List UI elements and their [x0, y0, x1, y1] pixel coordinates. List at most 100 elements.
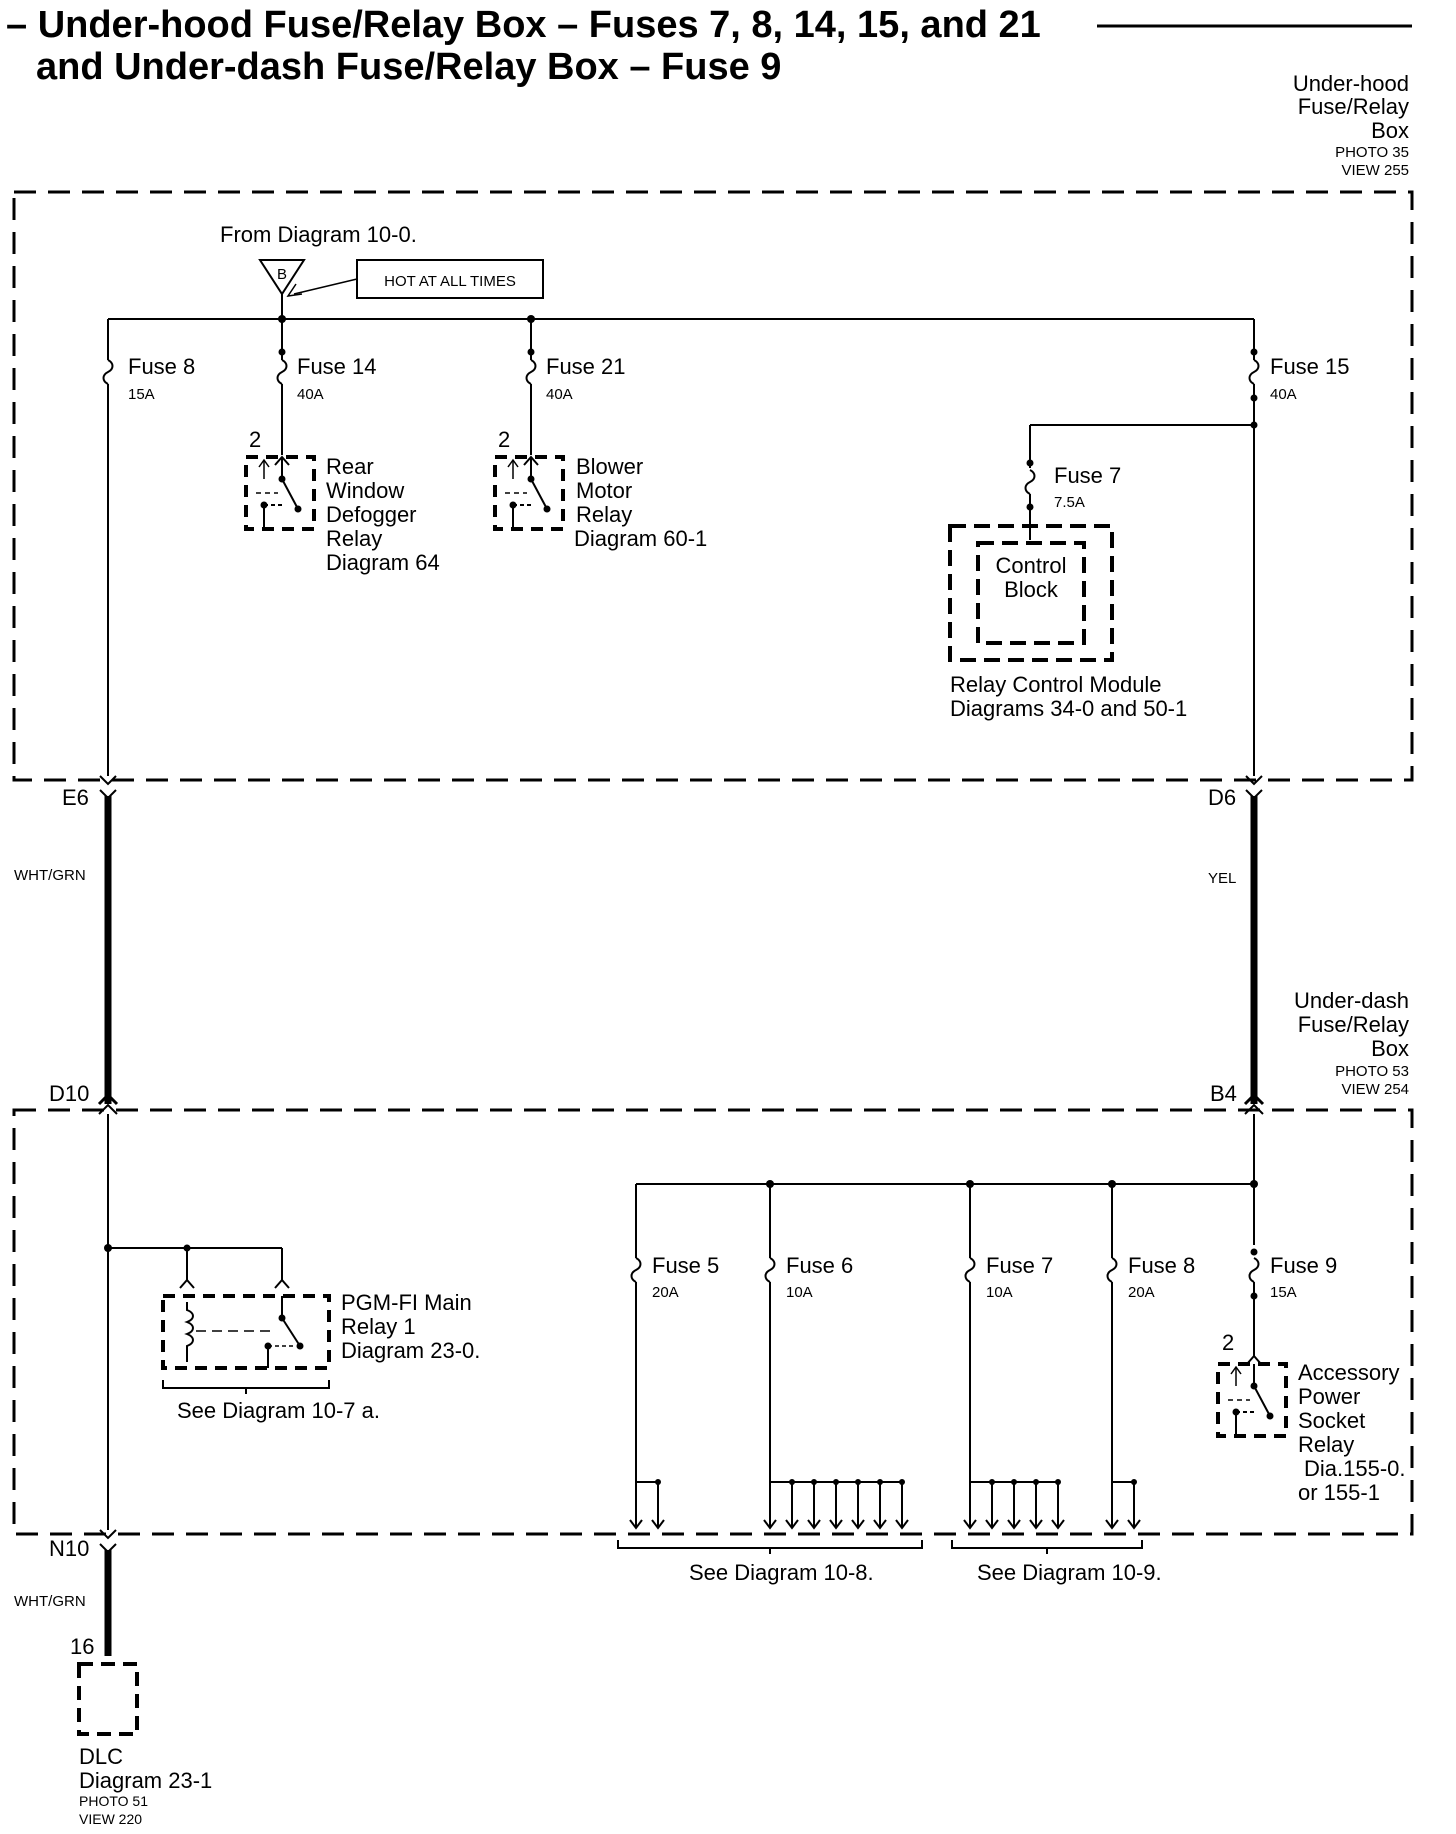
- blower-motor-relay-symbol: [493, 455, 565, 531]
- ud-fuse-8-rating: 20A: [1128, 1284, 1155, 1301]
- connector-b-triangle: [258, 259, 306, 296]
- accessory-relay-label-5: Dia.155-0.: [1304, 1456, 1406, 1481]
- uh-fuse-8-rating: 15A: [128, 386, 155, 403]
- pgm-pin-switch: [274, 1279, 290, 1289]
- ud-fuse-6-rating: 10A: [786, 1284, 813, 1301]
- underhood-view: VIEW 255: [1341, 162, 1409, 179]
- underdash-photo: PHOTO 53: [1335, 1063, 1409, 1080]
- rear-relay-label-5: Diagram 64: [326, 550, 440, 575]
- relay-control-module-outline: [948, 524, 1114, 662]
- ud-fuse-6-name: Fuse 6: [786, 1253, 853, 1278]
- diagram-title-line-1: – Under-hood Fuse/Relay Box – Fuses 7, 8…: [6, 4, 1041, 46]
- dlc-connector: [77, 1662, 139, 1736]
- terminal-e6: E6: [62, 785, 89, 810]
- accessory-relay-label-3: Socket: [1298, 1408, 1365, 1433]
- pgm-relay-coil: [184, 1302, 194, 1362]
- terminal-d10: D10: [49, 1081, 89, 1106]
- hot-leader-arrow: [286, 283, 303, 297]
- uh-fuse-7-name: Fuse 7: [1054, 463, 1121, 488]
- d10-connector-top: [97, 1092, 119, 1106]
- underdash-fuse-relay-box: [12, 1108, 1414, 1536]
- n10-connector-top: [99, 1529, 117, 1540]
- control-block-outline: [976, 541, 1086, 645]
- fuse-14-symbol: [276, 359, 288, 385]
- underdash-box-name-2: Fuse/Relay: [1298, 1012, 1409, 1037]
- uh-fuse-14-rating: 40A: [297, 386, 324, 403]
- dlc-label: DLC: [79, 1744, 123, 1769]
- dlc-photo: PHOTO 51: [79, 1793, 148, 1809]
- connector-b-label: B: [277, 266, 287, 283]
- underdash-view: VIEW 254: [1341, 1081, 1409, 1098]
- uh-fuse-15-name: Fuse 15: [1270, 354, 1350, 379]
- rear-defogger-relay-symbol: [244, 455, 316, 531]
- accessory-relay-label-1: Accessory: [1298, 1360, 1399, 1385]
- see-diagram-10-8: See Diagram 10-8.: [689, 1560, 874, 1585]
- dlc-view: VIEW 220: [79, 1811, 142, 1827]
- rear-relay-label-3: Defogger: [326, 502, 417, 527]
- ud-f9-dot: [1250, 1248, 1258, 1256]
- ud-fuse-9-symbol: [1248, 1257, 1260, 1283]
- rear-relay-label-2: Window: [326, 478, 404, 503]
- wire-color-right: YEL: [1208, 870, 1236, 887]
- rear-relay-label-4: Relay: [326, 526, 382, 551]
- d6-connector-top: [1245, 775, 1263, 786]
- ud-bus-junction-9: [1250, 1180, 1258, 1188]
- uh-fuse-15-rating: 40A: [1270, 386, 1297, 403]
- e6-connector-top: [99, 775, 117, 786]
- underhood-box-name-1: Under-hood: [1293, 71, 1409, 96]
- terminal-d6: D6: [1208, 785, 1236, 810]
- fanout-fuse-6: [763, 1479, 909, 1530]
- rcm-label-2: Diagrams 34-0 and 50-1: [950, 696, 1187, 721]
- ud-fuse-5-name: Fuse 5: [652, 1253, 719, 1278]
- rcm-label-1: Relay Control Module: [950, 672, 1162, 697]
- pgm-switch-contact: [296, 1342, 304, 1350]
- fuse-fanouts: [629, 1479, 1141, 1530]
- pgm-pin-coil: [179, 1279, 195, 1289]
- control-block-label-2: Block: [1004, 577, 1059, 602]
- rear-relay-pin-number: 2: [249, 427, 261, 452]
- ud-fuse-6-symbol: [764, 1257, 776, 1283]
- bracket-diagram-10-9: [951, 1540, 1143, 1549]
- ud-fuse-9-rating: 15A: [1270, 1284, 1297, 1301]
- accessory-relay-label-6: or 155-1: [1298, 1480, 1380, 1505]
- underhood-box-name-3: Box: [1371, 118, 1409, 143]
- bracket-diagram-10-8: [617, 1540, 923, 1549]
- wire-color-left-bottom: WHT/GRN: [14, 1593, 86, 1610]
- uh-fuse-21-name: Fuse 21: [546, 354, 626, 379]
- underdash-box-name-3: Box: [1371, 1036, 1409, 1061]
- pgm-fi-main-relay-box: [161, 1294, 331, 1370]
- diagram-title-line-2: and Under-dash Fuse/Relay Box – Fuse 9: [36, 46, 782, 88]
- rear-relay-label-1: Rear: [326, 454, 374, 479]
- ud-fuse-8-name: Fuse 8: [1128, 1253, 1195, 1278]
- underdash-box-name-1: Under-dash: [1294, 988, 1409, 1013]
- uh-fuse-8-name: Fuse 8: [128, 354, 195, 379]
- fuse-21-symbol: [525, 359, 537, 385]
- b4-connector-top: [1243, 1092, 1265, 1106]
- accessory-relay-label-4: Relay: [1298, 1432, 1354, 1457]
- underhood-photo: PHOTO 35: [1335, 144, 1409, 161]
- pgm-relay-label-2: Relay 1: [341, 1314, 416, 1339]
- from-diagram-label: From Diagram 10-0.: [220, 222, 417, 247]
- blower-relay-label-3: Relay: [576, 502, 632, 527]
- terminal-b4: B4: [1210, 1081, 1237, 1106]
- f15-dot-lower: [1250, 394, 1258, 402]
- uh-fuse-14-name: Fuse 14: [297, 354, 377, 379]
- fanout-fuse-7: [963, 1479, 1065, 1530]
- d10-connector-bottom: [98, 1103, 118, 1115]
- pgm-relay-label-3: Diagram 23-0.: [341, 1338, 480, 1363]
- wire-color-left-top: WHT/GRN: [14, 867, 86, 884]
- ud-fuse-7-name: Fuse 7: [986, 1253, 1053, 1278]
- f21-dot: [527, 348, 535, 356]
- see-diagram-10-9: See Diagram 10-9.: [977, 1560, 1162, 1585]
- pgm-relay-label-1: PGM-FI Main: [341, 1290, 472, 1315]
- accessory-relay-label-2: Power: [1298, 1384, 1360, 1409]
- pgm-see-bracket: [162, 1380, 330, 1389]
- accessory-relay-pin-number: 2: [1222, 1330, 1234, 1355]
- ud-fuse-8-symbol: [1106, 1257, 1118, 1283]
- ud-fuse-5-symbol: [630, 1257, 642, 1283]
- hot-at-all-times-label: HOT AT ALL TIMES: [384, 273, 516, 290]
- hot-leader: [293, 278, 358, 295]
- f15-dot: [1250, 348, 1258, 356]
- blower-relay-label-2: Motor: [576, 478, 632, 503]
